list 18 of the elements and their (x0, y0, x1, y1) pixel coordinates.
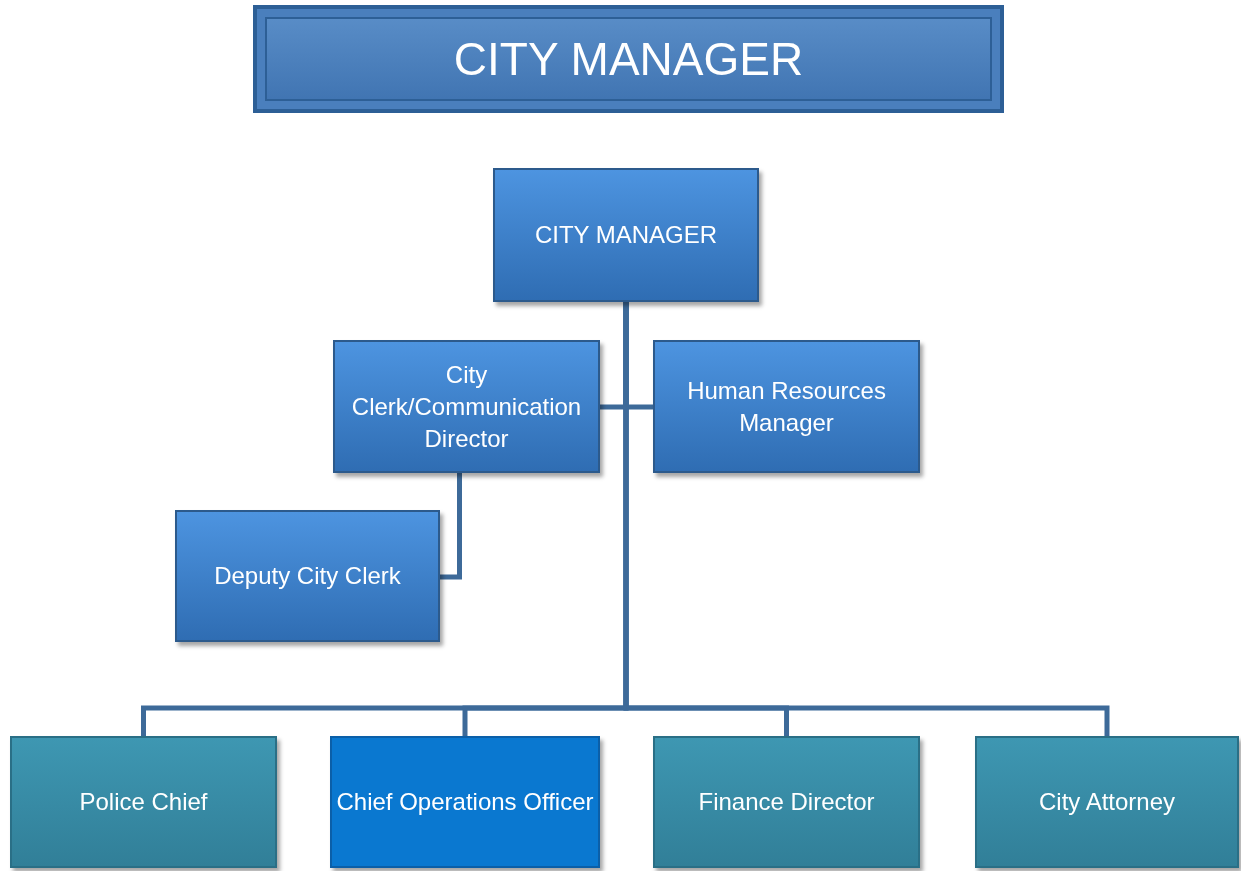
position-title: Police Chief (79, 787, 208, 817)
title-text: CITY MANAGER (453, 32, 804, 86)
position-box (333, 340, 600, 473)
position-title: Human Resources Manager (686, 375, 887, 438)
connector-line (440, 473, 462, 580)
position-title: City Clerk/Communication Director (350, 359, 583, 454)
position-title: Deputy City Clerk (214, 561, 401, 591)
position-box (653, 340, 920, 473)
position-title: Chief Operations Officer (336, 787, 594, 817)
position-box (330, 736, 600, 868)
position-title: CITY MANAGER (534, 220, 718, 250)
position-box (975, 736, 1239, 868)
position-box (493, 168, 759, 302)
position-box (10, 736, 277, 868)
position-title: City Attorney (1038, 787, 1176, 817)
position-box (653, 736, 920, 868)
position-title: Finance Director (698, 787, 875, 817)
position-box (175, 510, 440, 642)
